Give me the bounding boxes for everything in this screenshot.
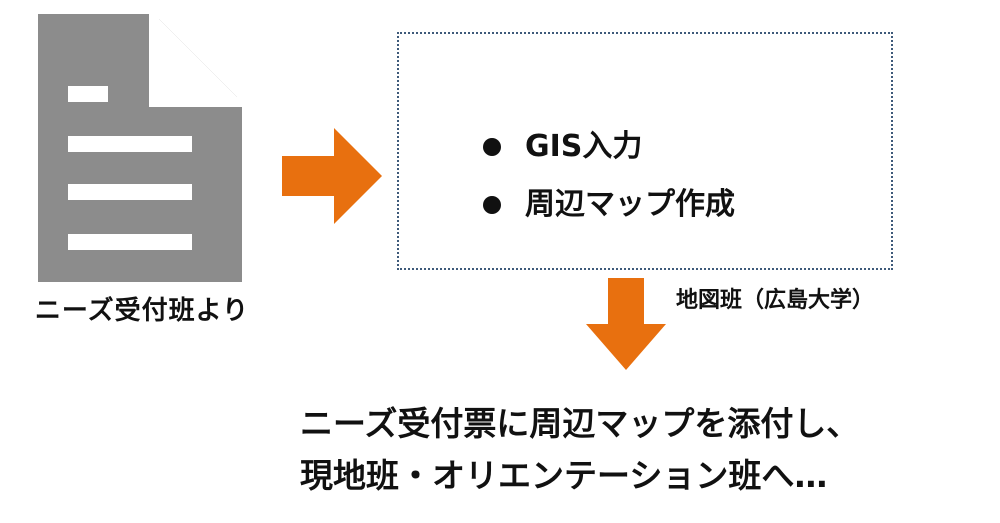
- document-fold-shape: [154, 14, 242, 102]
- document-line: [68, 86, 108, 102]
- source-document-label: ニーズ受付班より: [34, 296, 250, 326]
- actor-label: 地図班（広島大学）: [676, 288, 875, 313]
- task-item-gis-input: GIS入力: [483, 118, 735, 176]
- task-item-label: GIS入力: [525, 129, 643, 164]
- bullet-icon: [483, 138, 501, 156]
- document-line: [68, 234, 192, 250]
- task-list: GIS入力 周辺マップ作成: [483, 118, 735, 234]
- task-box: GIS入力 周辺マップ作成: [397, 32, 893, 270]
- document-icon: [38, 14, 242, 282]
- result-line-2: 現地班・オリエンテーション班へ…: [300, 456, 828, 495]
- document-line: [68, 184, 192, 200]
- result-text: ニーズ受付票に周辺マップを添付し、 現地班・オリエンテーション班へ…: [300, 398, 859, 502]
- arrow-down-icon: [586, 278, 666, 370]
- bullet-icon: [483, 196, 501, 214]
- task-item-label: 周辺マップ作成: [525, 187, 735, 222]
- task-item-map-creation: 周辺マップ作成: [483, 176, 735, 234]
- result-line-1: ニーズ受付票に周辺マップを添付し、: [300, 404, 860, 443]
- document-line: [68, 136, 192, 152]
- arrow-right-icon: [282, 128, 382, 224]
